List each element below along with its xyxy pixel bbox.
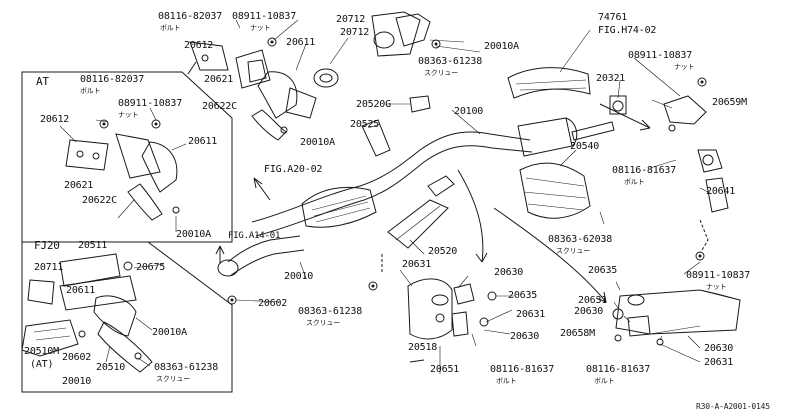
part-number-20630-c: 20630 xyxy=(574,306,604,317)
fj20-inset-frame xyxy=(21,241,233,393)
catalyst xyxy=(301,186,377,228)
part-number-20520g: 20520G xyxy=(356,99,391,110)
front-manifold-top xyxy=(189,11,441,141)
at-inset-frame xyxy=(21,71,233,243)
part-number-20518: 20518 xyxy=(408,342,438,353)
part-number-20602-mid: 20602 xyxy=(258,298,288,309)
part-number-20621-top: 20621 xyxy=(204,74,234,85)
part-number-20712-b: 20712 xyxy=(340,27,370,38)
part-number-08363-62038: 08363-62038 xyxy=(548,234,613,245)
bolt-note-mid: ボルト xyxy=(496,377,517,385)
bracket-20525 xyxy=(361,119,391,157)
drawing-code: R30-A-A2001-0145 xyxy=(696,402,770,411)
part-number-20631-a: 20631 xyxy=(402,259,432,270)
part-number-20641: 20641 xyxy=(706,186,736,197)
part-number-20010a-mid: 20010A xyxy=(300,137,335,148)
inset-title-fj20: FJ20 xyxy=(34,239,60,252)
bolt-note-low: ボルト xyxy=(594,377,615,385)
part-number-20010a-at: 20010A xyxy=(176,229,211,240)
part-number-20612-at: 20612 xyxy=(40,114,70,125)
figure-ref-h74-02: FIG.H74-02 xyxy=(598,25,657,36)
bracket-20520 xyxy=(387,199,449,249)
part-number-20630-b: 20630 xyxy=(510,331,540,342)
part-number-20630-d: 20630 xyxy=(704,343,734,354)
part-number-20602-fj: 20602 xyxy=(62,352,92,363)
hanger-20659m xyxy=(663,95,707,125)
nut-note-right: ナット xyxy=(674,63,695,71)
figure-ref-a14-01: FIG.A14-01 xyxy=(228,231,281,241)
part-number-20622c-top: 20622C xyxy=(202,101,237,112)
part-number-20658m: 20658M xyxy=(560,328,595,339)
part-number-20321: 20321 xyxy=(596,73,626,84)
part-number-20010-fj: 20010 xyxy=(62,376,92,387)
nut-note-at: ナット xyxy=(118,111,139,119)
figure-ref-a20-02: FIG.A20-02 xyxy=(264,164,323,175)
part-number-20511: 20511 xyxy=(78,240,108,251)
nut-note-low: ナット xyxy=(706,283,727,291)
bolt-note-right: ボルト xyxy=(624,178,645,186)
part-number-08116-82037-top: 08116-82037 xyxy=(158,11,223,22)
part-number-20659m: 20659M xyxy=(712,97,747,108)
part-number-20621-at: 20621 xyxy=(64,180,94,191)
inset-title-at: AT xyxy=(36,75,49,88)
part-number-20611-top: 20611 xyxy=(286,37,316,48)
part-number-08911-10837-top: 08911-10837 xyxy=(232,11,297,22)
main-pipe-20100 xyxy=(251,131,531,223)
clamp-20651 xyxy=(407,278,453,340)
part-number-20510: 20510 xyxy=(96,362,126,373)
part-number-20611-at: 20611 xyxy=(188,136,218,147)
part-number-20651: 20651 xyxy=(430,364,460,375)
hanger-20641 xyxy=(705,177,729,213)
part-number-20010a-fj: 20010A xyxy=(152,327,187,338)
heat-shield-20540 xyxy=(519,162,591,219)
part-number-08911-10837-right: 08911-10837 xyxy=(628,50,693,61)
at-manifold xyxy=(65,119,180,221)
screw-note-fj: スクリュー xyxy=(156,375,190,383)
screw-note-top: スクリュー xyxy=(424,69,458,77)
heat-shield-74761 xyxy=(507,67,591,99)
tail-pipe xyxy=(615,289,741,335)
part-number-20631-c: 20631 xyxy=(578,295,608,306)
part-number-08363-61238-top: 08363-61238 xyxy=(418,56,483,67)
part-number-08116-81637-right: 08116-81637 xyxy=(612,165,677,176)
part-number-20010-mid: 20010 xyxy=(284,271,314,282)
front-pipe-20010 xyxy=(227,235,301,263)
part-number-08911-10837-low: 08911-10837 xyxy=(686,270,751,281)
fj20-manifold xyxy=(21,253,153,373)
bolt-note-top: ボルト xyxy=(160,24,181,32)
part-number-20712-a: 20712 xyxy=(336,14,366,25)
part-number-20010a-top: 20010A xyxy=(484,41,519,52)
muffler xyxy=(517,117,573,157)
screw-note-mid2: スクリュー xyxy=(306,319,340,327)
part-number-20675: 20675 xyxy=(136,262,166,273)
part-number-20635-b: 20635 xyxy=(588,265,618,276)
part-number-20631-b: 20631 xyxy=(516,309,546,320)
part-number-20520: 20520 xyxy=(428,246,458,257)
part-number-08116-81637-mid: 08116-81637 xyxy=(490,364,555,375)
part-number-20622c-at: 20622C xyxy=(82,195,117,206)
part-number-20525: 20525 xyxy=(350,119,380,130)
part-number-08363-61238-fj: 08363-61238 xyxy=(154,362,219,373)
at-variant-note: (AT) xyxy=(30,359,54,370)
part-number-20635-a: 20635 xyxy=(508,290,538,301)
part-number-08116-81637-low: 08116-81637 xyxy=(586,364,651,375)
part-number-20631-d: 20631 xyxy=(704,357,734,368)
part-number-20612-top: 20612 xyxy=(184,40,214,51)
part-number-20630-a: 20630 xyxy=(494,267,524,278)
bolt-note-at: ボルト xyxy=(80,87,101,95)
part-number-08911-10837-at: 08911-10837 xyxy=(118,98,183,109)
nut-note-top: ナット xyxy=(250,24,271,32)
part-number-20611-fj: 20611 xyxy=(66,285,96,296)
part-number-20540: 20540 xyxy=(570,141,600,152)
part-number-20711: 20711 xyxy=(34,262,64,273)
part-number-74761: 74761 xyxy=(598,12,628,23)
part-number-20510m: 20510M xyxy=(24,346,59,357)
part-number-20100: 20100 xyxy=(454,106,484,117)
screw-note-mid: スクリュー xyxy=(556,247,590,255)
part-number-08363-61238-mid: 08363-61238 xyxy=(298,306,363,317)
part-number-08116-82037-at: 08116-82037 xyxy=(80,74,145,85)
